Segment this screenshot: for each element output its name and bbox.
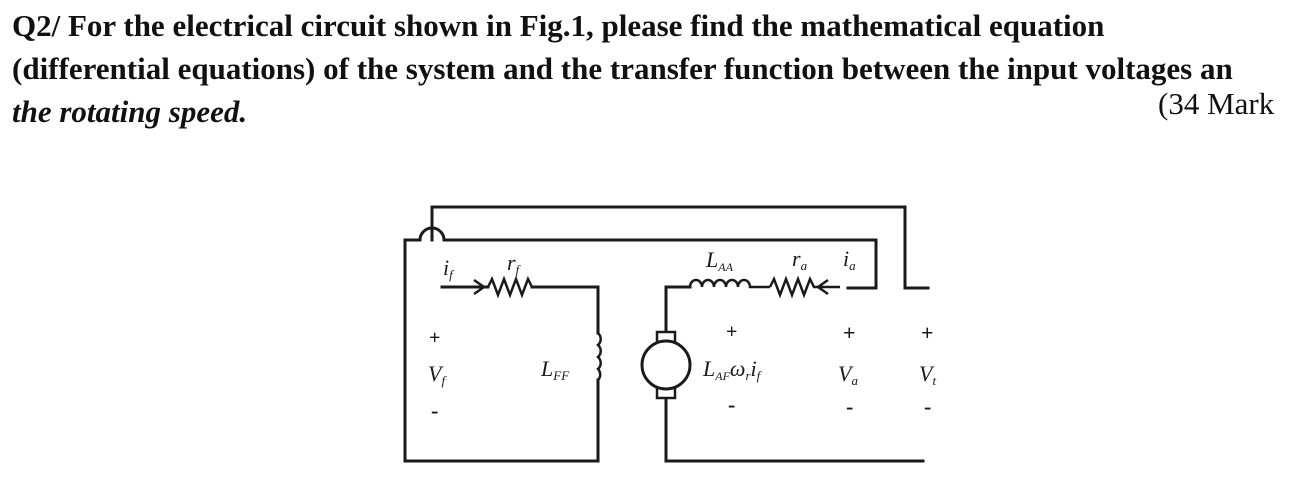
- field-resistor: [486, 275, 534, 299]
- terminal-voltage-plus: +: [921, 320, 934, 345]
- field-current-arrow: [473, 278, 487, 296]
- armature-resistor: [768, 275, 840, 299]
- field-voltage-label: Vf: [428, 361, 447, 388]
- inner-top-wire: [403, 226, 878, 290]
- armature-resistor-label: ra: [792, 246, 808, 273]
- question-number: Q2/: [12, 8, 61, 43]
- armature-current-arrow: [815, 278, 829, 296]
- armature-current-label: ia: [843, 246, 856, 273]
- back-emf-plus: +: [726, 321, 737, 343]
- outer-top-wire: [430, 205, 930, 290]
- motor-armature: [640, 330, 692, 400]
- field-current-label: if: [443, 255, 455, 282]
- armature-voltage-minus: -: [846, 394, 853, 419]
- field-inductance-label: LFF: [540, 356, 570, 383]
- question-line-1: Q2/ For the electrical circuit shown in …: [12, 4, 1290, 47]
- field-voltage-minus: -: [431, 398, 438, 423]
- question-line-3: the rotating speed.: [12, 94, 248, 129]
- armature-voltage-label: Va: [838, 361, 858, 388]
- field-voltage-plus: +: [429, 327, 440, 349]
- armature-inductance-label: LAA: [705, 247, 734, 274]
- question-line-2: (differential equations) of the system a…: [12, 51, 1233, 86]
- field-left-wire: [403, 238, 600, 463]
- armature-inductor: [688, 278, 770, 289]
- terminal-voltage-label: Vt: [919, 361, 936, 388]
- back-emf-minus: -: [728, 392, 735, 417]
- question-line-1-text: For the electrical circuit shown in Fig.…: [67, 8, 1105, 43]
- field-resistor-wire: [530, 285, 600, 335]
- question-text: Q2/ For the electrical circuit shown in …: [12, 4, 1290, 133]
- marks-label: (34 Mark: [1158, 86, 1275, 121]
- armature-bottom-wire: [664, 393, 925, 463]
- field-resistor-label: rf: [507, 250, 522, 277]
- armature-voltage-plus: +: [843, 320, 856, 345]
- terminal-voltage-minus: -: [924, 394, 931, 419]
- field-inductor: [596, 332, 602, 381]
- back-emf-label: LAFωrif: [702, 356, 763, 383]
- armature-left-wire: [664, 285, 692, 342]
